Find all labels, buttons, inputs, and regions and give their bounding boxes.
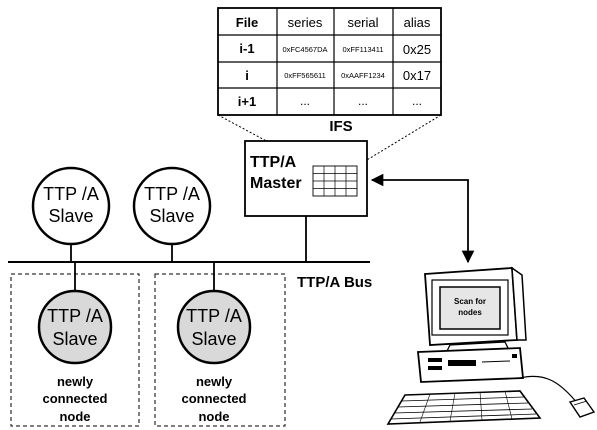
- node-caption-line3: node: [59, 409, 90, 424]
- table-header-file: File: [236, 15, 258, 30]
- table-cell-alias: 0x17: [403, 68, 431, 83]
- slave-node-2: TTP /A Slave: [132, 166, 212, 262]
- node-caption-line1: newly: [57, 374, 94, 389]
- table-cell-alias: 0x25: [403, 42, 431, 57]
- master-node: TTP/A Master: [244, 140, 368, 217]
- new-slave-node-1: TTP /A Slave newly connected node: [37, 262, 113, 424]
- table-cell-series: ...: [300, 94, 310, 108]
- ifs-caption: IFS: [329, 118, 352, 135]
- slave-label-line1: TTP /A: [144, 184, 200, 204]
- master-pc-arrow: [370, 173, 475, 264]
- node-caption-line3: node: [198, 409, 229, 424]
- table-cell-file: i+1: [238, 94, 256, 109]
- slave-label-line2: Slave: [48, 206, 93, 226]
- table-cell-serial: ...: [358, 94, 368, 108]
- node-caption-line2: connected: [42, 391, 107, 406]
- desktop-case: [417, 347, 524, 383]
- mouse-icon: [519, 375, 596, 418]
- table-cell-serial: 0xFF113411: [343, 45, 384, 54]
- slave-node-1: TTP /A Slave: [31, 166, 111, 262]
- slave-label-line1: TTP /A: [186, 306, 242, 326]
- ifs-table: File series serial alias i-1 0xFC4567DA …: [217, 7, 442, 116]
- table-cell-series: 0xFC4567DA: [282, 45, 327, 54]
- keyboard-icon: [386, 390, 542, 425]
- node-caption-line1: newly: [196, 374, 233, 389]
- slave-label-line1: TTP /A: [43, 184, 99, 204]
- computer-icon: Scan for nodes: [386, 266, 596, 425]
- table-cell-file: i: [245, 68, 249, 83]
- monitor-icon: Scan for nodes: [424, 266, 527, 356]
- screen-text-line2: nodes: [458, 308, 482, 317]
- table-header-serial: serial: [347, 15, 378, 30]
- table-cell-serial: 0xAAFF1234: [341, 71, 385, 80]
- table-cell-series: 0xFF565611: [284, 71, 326, 80]
- table-header-alias: alias: [404, 15, 431, 30]
- new-node-area-2: [154, 273, 286, 427]
- table-grid-icon: [312, 165, 358, 197]
- zoom-line-right: [356, 114, 442, 167]
- slave-label-line2: Slave: [52, 329, 97, 349]
- slave-label-line2: Slave: [149, 206, 194, 226]
- slave-label-line2: Slave: [191, 329, 236, 349]
- new-slave-node-2: TTP /A Slave newly connected node: [176, 262, 252, 424]
- slave-label-line1: TTP /A: [47, 306, 103, 326]
- master-label-line1: TTP/A: [250, 154, 297, 171]
- bus-label: TTP/A Bus: [297, 274, 372, 291]
- table-cell-alias: ...: [412, 94, 422, 108]
- node-caption-line2: connected: [181, 391, 246, 406]
- master-label-line2: Master: [250, 175, 302, 192]
- table-cell-file: i-1: [239, 41, 254, 56]
- table-header-series: series: [288, 15, 323, 30]
- screen-text-line1: Scan for: [454, 297, 486, 306]
